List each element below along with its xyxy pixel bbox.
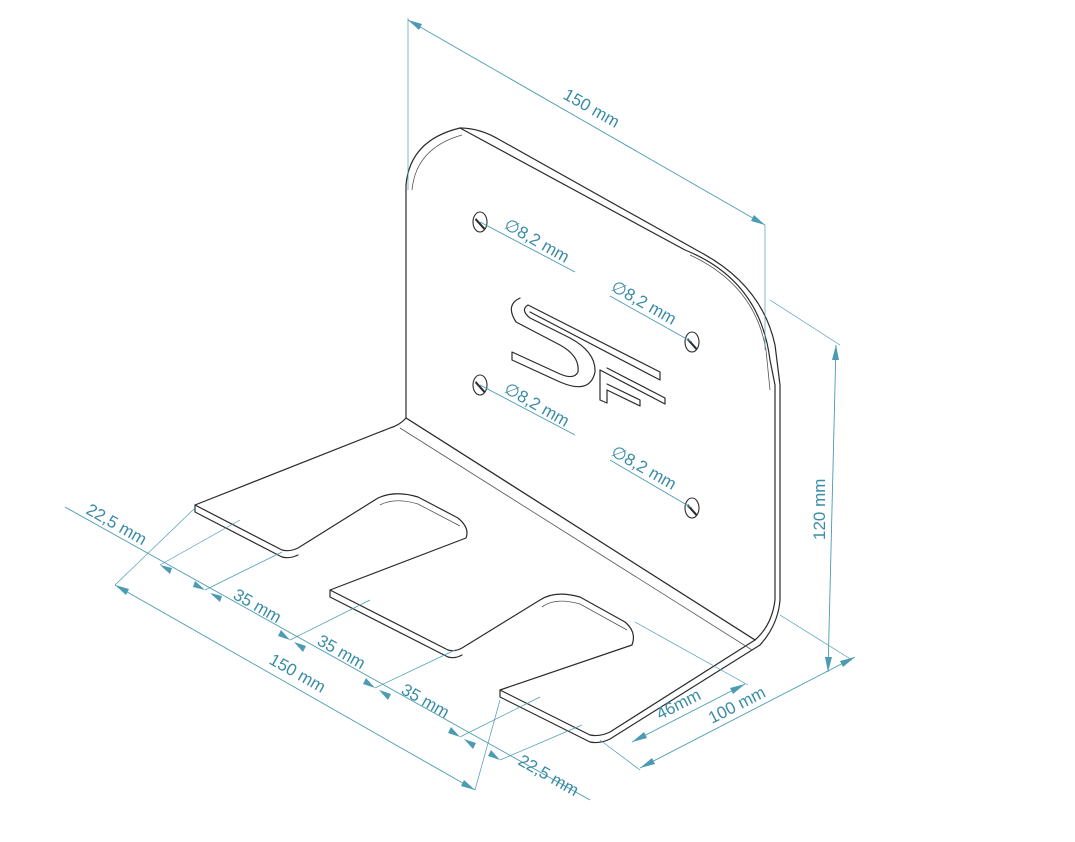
leader-hole-4 (609, 459, 693, 509)
leader-hole-1 (479, 221, 576, 273)
bend-line (399, 427, 753, 651)
label-gap-2: 35 mm (314, 631, 369, 673)
base-face (194, 417, 756, 737)
dim-line-depth-slot (631, 683, 746, 743)
label-bottom-width: 150 mm (266, 650, 329, 697)
vertical-plate-inner-edge (411, 134, 463, 191)
label-edge-right: 22,5 mm (515, 751, 582, 800)
label-top-width: 150 mm (560, 85, 623, 132)
label-edge-left: 22,5 mm (83, 500, 150, 549)
dim-line-top-width (407, 19, 766, 226)
leader-hole-2 (609, 295, 693, 343)
slot-1-inner (379, 500, 461, 527)
finger-1-edge (194, 504, 299, 559)
dim-line-segments (64, 506, 591, 801)
logo-s-shape (510, 297, 661, 388)
finger-3-edge (499, 644, 761, 744)
slot-2-inner (541, 600, 628, 631)
vertical-plate-top-edge (459, 127, 781, 646)
dimension-lines (64, 18, 856, 801)
label-height: 120 mm (810, 479, 829, 540)
label-gap-3: 35 mm (398, 680, 453, 722)
label-gap-1: 35 mm (230, 585, 285, 627)
dim-line-height (827, 344, 837, 673)
vertical-plate-face (405, 127, 776, 641)
horizontal-base (194, 417, 761, 744)
logo-f-shape (599, 367, 666, 407)
dim-line-bottom-width (114, 584, 476, 791)
logo-cutout (510, 297, 666, 407)
dim-line-depth-total (639, 656, 856, 769)
finger-2-edge (329, 589, 463, 659)
leader-hole-3 (479, 384, 576, 436)
